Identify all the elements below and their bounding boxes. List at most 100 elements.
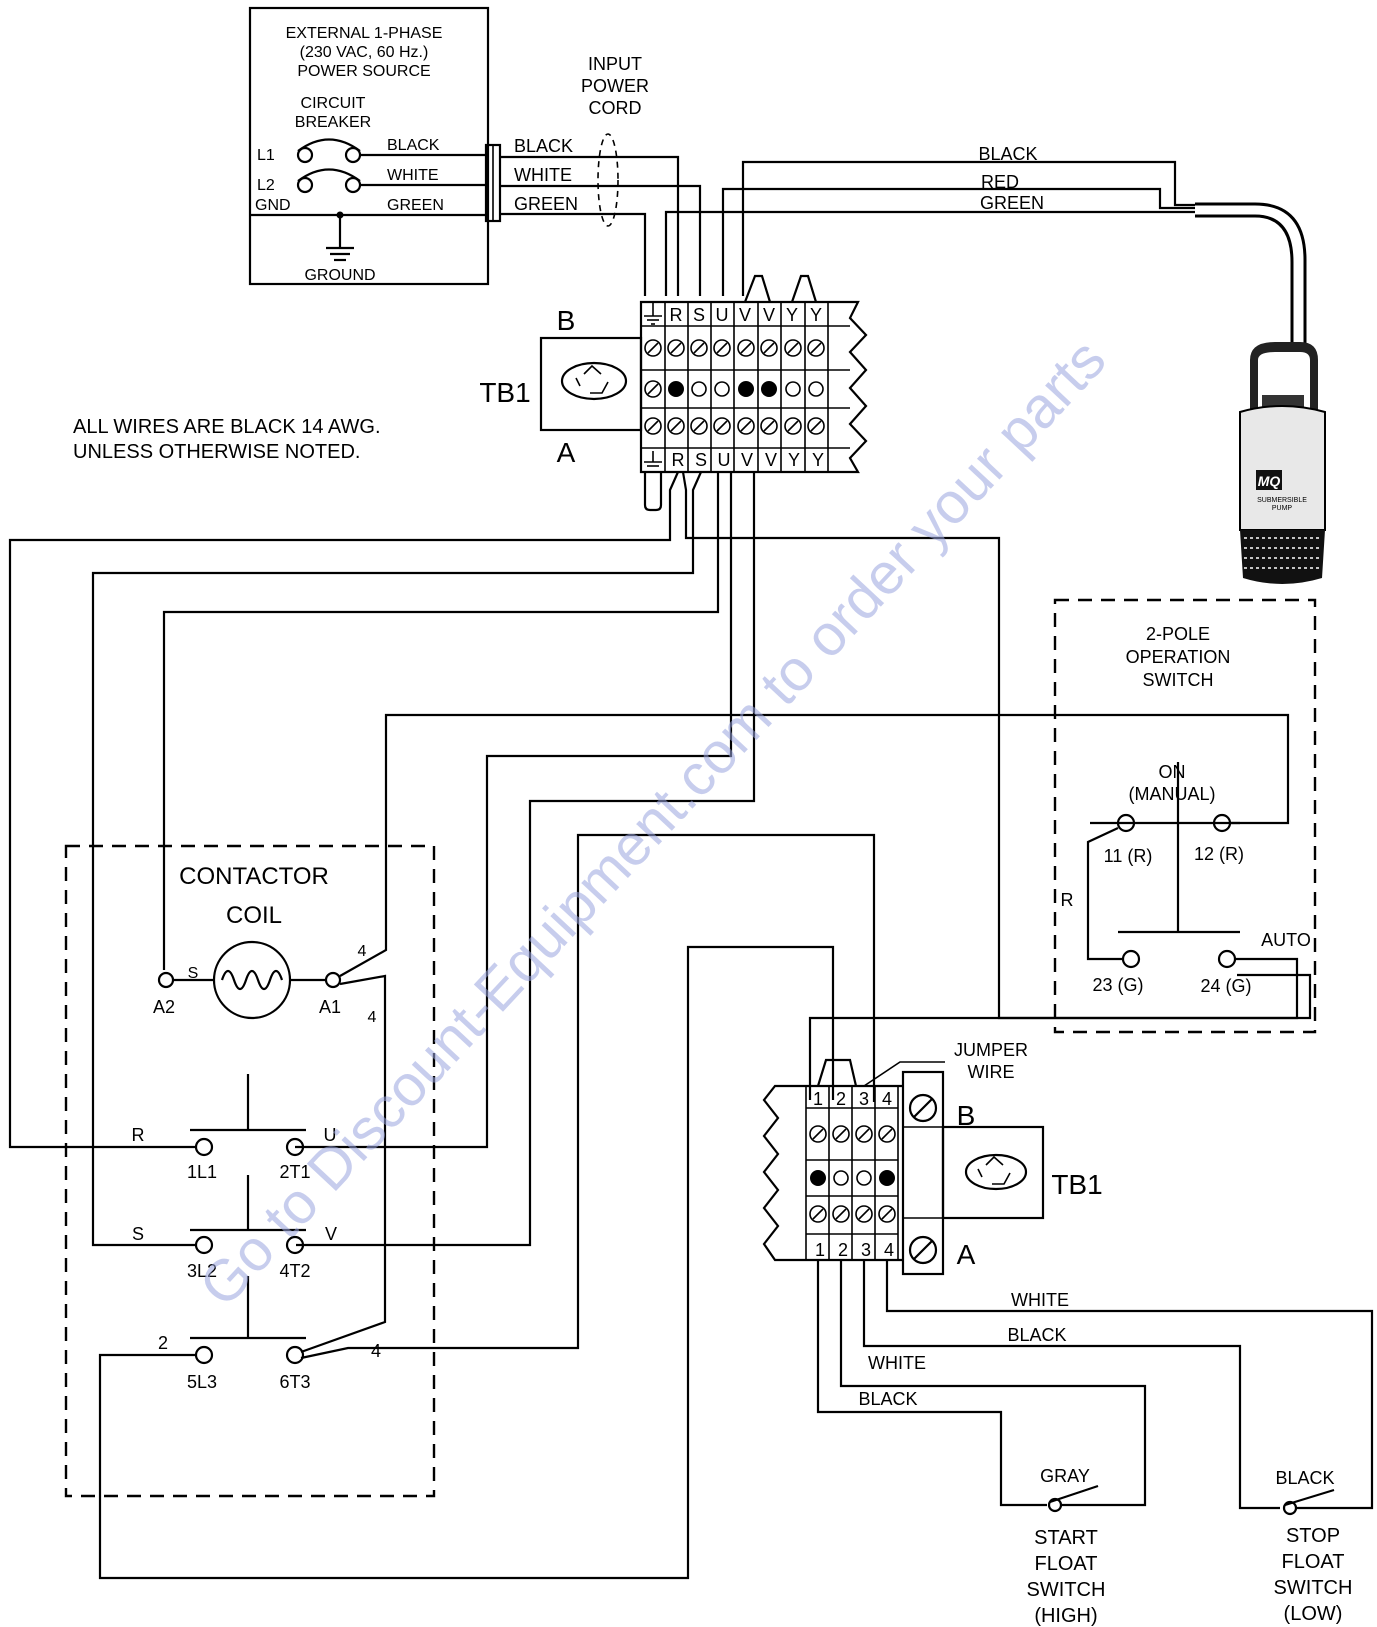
tb1-top-bottom-s: S	[695, 450, 707, 470]
terminal-block-tb1-bottom: 1 2 3 4 1 2 3 4 B	[762, 1040, 1103, 1276]
start-float-label-3: SWITCH	[1027, 1579, 1106, 1601]
tb1-top-terminal-v2: V	[763, 305, 775, 325]
l2-label: L2	[257, 177, 275, 194]
breaker-label-2: BREAKER	[295, 114, 371, 131]
tb1-top-bottom-y2: Y	[812, 450, 824, 470]
stop-float-switch: BLACK STOP FLOAT SWITCH (LOW)	[1274, 1468, 1353, 1625]
contact-2t1-label: 2T1	[279, 1162, 310, 1182]
tb1-top-side-b: B	[557, 305, 576, 336]
stop-float-label-4: (LOW)	[1284, 1603, 1343, 1625]
power-source-title-3: POWER SOURCE	[297, 63, 430, 80]
contact-2-label: 2	[158, 1333, 168, 1353]
float-wire-white-2: WHITE	[868, 1353, 926, 1373]
switch-23-label: 23 (G)	[1092, 975, 1143, 995]
terminal-ground-icon	[644, 303, 662, 467]
l1-label: L1	[257, 147, 275, 164]
contactor-coil-icon	[212, 940, 292, 1020]
contact-r-label: R	[132, 1125, 145, 1145]
pump-green-label: GREEN	[980, 193, 1044, 213]
contact-6t3-label: 6T3	[279, 1372, 310, 1392]
stop-float-color: BLACK	[1275, 1468, 1334, 1488]
gnd-label: GND	[255, 197, 291, 214]
ground-label: GROUND	[304, 267, 375, 284]
input-cord-label-1: INPUT	[588, 54, 642, 74]
stop-float-label-1: STOP	[1286, 1525, 1340, 1547]
ground-icon	[326, 246, 354, 262]
contactor-title-1: CONTACTOR	[179, 863, 329, 890]
start-float-label-4: (HIGH)	[1034, 1605, 1097, 1627]
coil-terminal-a1	[324, 971, 342, 989]
switch-manual-label: (MANUAL)	[1128, 784, 1215, 804]
switch-title-1: 2-POLE	[1146, 624, 1210, 644]
jumper-label-1: JUMPER	[954, 1040, 1028, 1060]
contact-4t2-label: 4T2	[279, 1261, 310, 1281]
tb1-bottom-lower-1: 1	[815, 1240, 825, 1260]
recycle-icon	[575, 364, 609, 394]
tb1-top-bottom-y1: Y	[788, 450, 800, 470]
start-float-label-2: FLOAT	[1035, 1553, 1098, 1575]
tb1-top-terminal-y1: Y	[786, 305, 798, 325]
operation-switch-box: 2-POLE OPERATION SWITCH ON (MANUAL) 11 (…	[1053, 598, 1317, 1034]
breaker-contact-l1a	[296, 146, 314, 164]
tb1-bottom-terminal-3: 3	[859, 1089, 869, 1109]
contact-u-label: U	[324, 1125, 337, 1145]
breaker-black-label: BLACK	[387, 137, 440, 154]
contact-1l1-label: 1L1	[187, 1162, 217, 1182]
coil-a2-label: A2	[153, 997, 175, 1017]
float-wire-black-1: BLACK	[1007, 1325, 1066, 1345]
tb1-bottom-terminal-1: 1	[813, 1089, 823, 1109]
note-line-2: UNLESS OTHERWISE NOTED.	[73, 441, 360, 463]
switch-terminal-23	[1121, 949, 1141, 969]
coil-s-label: S	[188, 965, 199, 982]
float-wire-black-2: BLACK	[858, 1389, 917, 1409]
switch-r-label: R	[1061, 890, 1074, 910]
switch-terminal-24	[1217, 949, 1237, 969]
cord-black-label: BLACK	[514, 136, 573, 156]
tb1-bottom-lower-4: 4	[884, 1240, 894, 1260]
contact-v-label: V	[325, 1224, 337, 1244]
contact-4-label: 4	[371, 1341, 381, 1361]
tb1-bottom-lower-3: 3	[861, 1240, 871, 1260]
switch-terminal-12	[1212, 813, 1232, 833]
breaker-white-label: WHITE	[387, 167, 439, 184]
switch-auto-label: AUTO	[1261, 930, 1311, 950]
tb1-bottom-side-a: A	[957, 1239, 976, 1270]
cord-white-label: WHITE	[514, 165, 572, 185]
stop-float-label-2: FLOAT	[1282, 1551, 1345, 1573]
tb1-top-side-a: A	[557, 437, 576, 468]
start-float-switch: GRAY START FLOAT SWITCH (HIGH)	[1027, 1466, 1106, 1627]
input-cord-label-3: CORD	[589, 98, 642, 118]
breaker-label-1: CIRCUIT	[301, 95, 366, 112]
pump-red-label: RED	[981, 172, 1019, 192]
pump-logo	[1256, 470, 1282, 490]
pump-black-label: BLACK	[978, 144, 1037, 164]
coil-terminal-a2	[157, 971, 175, 989]
tb1-bottom-name: TB1	[1051, 1169, 1102, 1200]
jumper-label-2: WIRE	[968, 1062, 1015, 1082]
terminal-block-tb1-top: B A TB1 R S U V V Y Y R S U V	[479, 274, 868, 512]
float-wire-white-1: WHITE	[1011, 1290, 1069, 1310]
tb1-top-terminal-r: R	[670, 305, 683, 325]
pump-caption-1: SUBMERSIBLE	[1257, 497, 1307, 504]
power-source-title-2: (230 VAC, 60 Hz.)	[300, 44, 429, 61]
tb1-top-bottom-v2: V	[765, 450, 777, 470]
pump-caption-2: PUMP	[1272, 505, 1293, 512]
cord-green-label: GREEN	[514, 194, 578, 214]
breaker-contact-l2a	[296, 176, 314, 194]
switch-terminal-11	[1116, 813, 1136, 833]
switch-12-label: 12 (R)	[1194, 844, 1244, 864]
submersible-pump-icon: MQ SUBMERSIBLE PUMP	[1239, 342, 1326, 584]
note-line-1: ALL WIRES ARE BLACK 14 AWG.	[73, 416, 381, 438]
tb1-top-bottom-u: U	[718, 450, 731, 470]
input-cord-label-2: POWER	[581, 76, 649, 96]
contact-3l2-label: 3L2	[187, 1261, 217, 1281]
start-float-color: GRAY	[1040, 1466, 1090, 1486]
tb1-top-name: TB1	[479, 377, 530, 408]
tb1-top-terminal-s: S	[693, 305, 705, 325]
contactor-box: CONTACTOR COIL A2 A1 S 4 4 R U S V 2 4 1…	[64, 844, 436, 1498]
coil-4-label-a: 4	[358, 943, 367, 960]
switch-title-2: OPERATION	[1126, 647, 1231, 667]
switch-24-label: 24 (G)	[1200, 976, 1251, 996]
tb1-top-terminal-v1: V	[739, 305, 751, 325]
